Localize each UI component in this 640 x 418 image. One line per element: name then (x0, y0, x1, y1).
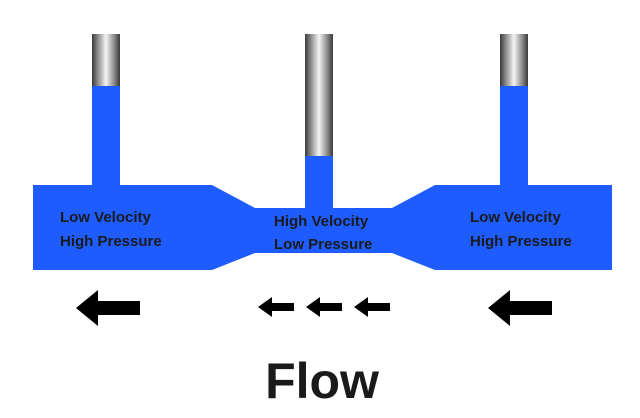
flow-arrow-small-3 (354, 297, 390, 317)
flow-arrow-small-1 (258, 297, 294, 317)
region-right-line2: High Pressure (470, 233, 572, 250)
manometer-tube-left (92, 34, 120, 90)
region-middle-line2: Low Pressure (274, 236, 372, 253)
flow-label: Flow (265, 353, 379, 409)
flow-arrow-large-right (488, 290, 552, 326)
region-right-line1: Low Velocity (470, 209, 562, 226)
region-middle-line1: High Velocity (274, 213, 369, 230)
region-label-middle: High Velocity Low Pressure (274, 213, 372, 253)
region-label-right: Low Velocity High Pressure (470, 209, 572, 250)
flow-arrow-large-left (76, 290, 140, 326)
region-left-line1: Low Velocity (60, 209, 152, 226)
flow-arrow-small-2 (306, 297, 342, 317)
venturi-fluid (33, 86, 612, 270)
region-label-left: Low Velocity High Pressure (60, 209, 162, 250)
region-left-line2: High Pressure (60, 233, 162, 250)
manometer-tube-right (500, 34, 528, 90)
manometer-tube-middle (305, 34, 333, 158)
